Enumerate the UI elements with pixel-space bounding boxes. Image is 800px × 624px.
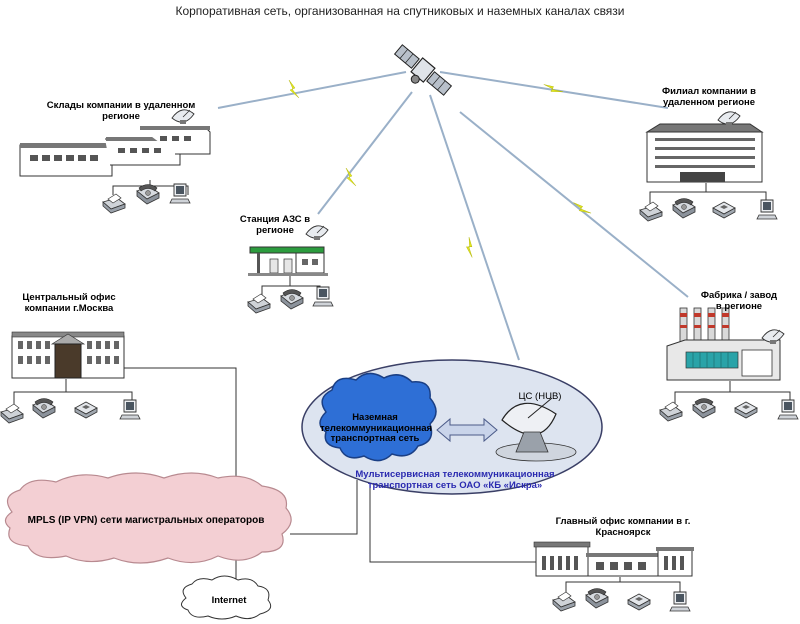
fax-icon	[659, 401, 683, 422]
wired-links	[124, 367, 536, 582]
branch-label: Филиал компании в удаленном регионе	[661, 86, 757, 108]
branch-building-icon	[645, 111, 764, 183]
terrestrial-network-cloud	[319, 372, 437, 462]
hub-dish-icon	[495, 397, 577, 462]
computer-icon	[312, 286, 334, 307]
router-icon	[627, 593, 651, 611]
fax-icon	[0, 403, 24, 424]
main-office-building-icon	[533, 541, 694, 577]
mpls-label: MPLS (IP VPN) сети магистральных операто…	[27, 515, 265, 526]
router-icon	[74, 401, 98, 419]
fax-icon	[552, 591, 576, 612]
phone-icon	[692, 398, 716, 419]
phone-icon	[136, 184, 160, 205]
computer-icon	[169, 183, 191, 204]
gas-station-equipment	[247, 276, 334, 314]
fax-icon	[102, 193, 126, 214]
multiservice-network-label: Мультисервисная телекоммуникационная тра…	[355, 469, 555, 491]
phone-icon	[280, 289, 304, 310]
phone-icon	[585, 588, 609, 609]
fax-icon	[639, 201, 663, 222]
warehouse-equipment	[102, 180, 191, 214]
factory-icon	[666, 307, 785, 381]
router-icon	[712, 201, 736, 219]
phone-icon	[672, 198, 696, 219]
factory-label: Фабрика / завод в регионе	[700, 290, 778, 312]
router-icon	[734, 401, 758, 419]
central-office-equipment	[0, 379, 141, 424]
main-office-label: Главный офис компании в г. Красноярск	[555, 516, 691, 538]
terrestrial-network-label: Наземная телекоммуникационная транспортн…	[320, 412, 433, 444]
warehouse-building-icon	[19, 109, 211, 177]
computer-icon	[756, 199, 778, 220]
branch-equipment	[639, 183, 778, 222]
link-double-arrow	[436, 417, 498, 443]
satellite-icon	[393, 44, 453, 96]
factory-equipment	[659, 381, 799, 422]
central-office-building-icon	[11, 331, 125, 379]
computer-icon	[119, 399, 141, 420]
satellite-links	[217, 71, 689, 361]
computer-icon	[669, 591, 691, 612]
mpls-cloud	[4, 472, 292, 564]
internet-label: Internet	[211, 595, 247, 606]
computer-icon	[777, 399, 799, 420]
hub-label: ЦС (HUB)	[518, 391, 562, 402]
central-office-label: Центральный офис компании г.Москва	[22, 292, 116, 314]
gas-station-icon	[248, 225, 329, 276]
gas-station-label: Станция АЗС в регионе	[239, 214, 311, 236]
phone-icon	[32, 398, 56, 419]
main-office-equipment	[552, 577, 691, 612]
internet-cloud	[181, 575, 272, 620]
diagram-title: Корпоративная сеть, организованная на сп…	[175, 4, 625, 18]
warehouses-label: Склады компании в удаленном регионе	[46, 100, 196, 122]
fax-icon	[247, 293, 271, 314]
